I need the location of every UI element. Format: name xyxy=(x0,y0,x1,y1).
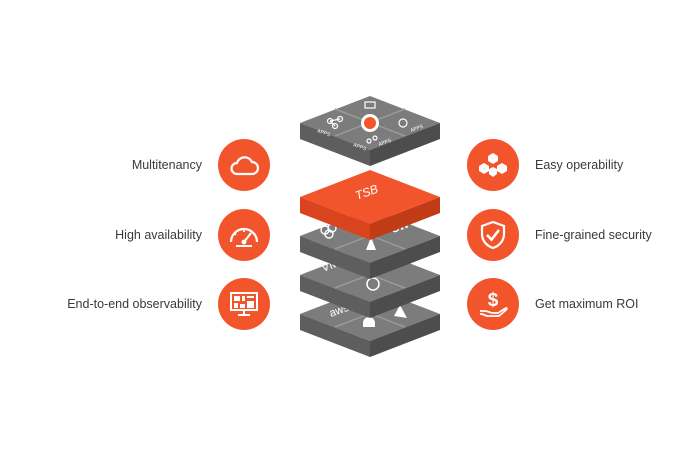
shield-check-icon xyxy=(467,209,519,261)
apps-tile-label: APPS xyxy=(352,142,367,152)
feature-fine-grained-security: Fine-grained security xyxy=(467,209,652,261)
stack-layer-tsb: TSB xyxy=(300,170,440,240)
tetrate-logo-icon xyxy=(364,117,376,129)
feature-get-maximum-roi: $ Get maximum ROI xyxy=(467,278,639,330)
svg-text:$: $ xyxy=(488,290,499,311)
dollar-hand-icon: $ xyxy=(467,278,519,330)
feature-label: Fine-grained security xyxy=(535,228,652,242)
feature-easy-operability: Easy operability xyxy=(467,139,623,191)
network-icon xyxy=(326,115,344,130)
cloud-provider-icon xyxy=(363,317,375,327)
cubes-network-icon xyxy=(467,139,519,191)
stack-layer-apps: APPS APPS APPS APPS xyxy=(300,96,440,166)
gauge-icon xyxy=(218,209,270,261)
connection-icon xyxy=(366,135,378,144)
arrow-provider-icon xyxy=(394,305,407,318)
feature-label: Multitenancy xyxy=(131,158,202,172)
hub-icon xyxy=(364,101,376,109)
platform-stack: aws VM SW TSB xyxy=(300,96,440,357)
feature-high-availability: High availability xyxy=(60,209,270,261)
feature-label: Get maximum ROI xyxy=(535,297,639,311)
monitor-dashboard-icon xyxy=(218,278,270,330)
sail-icon xyxy=(366,237,376,250)
apps-tile-label: APPS xyxy=(378,137,393,147)
feature-label: End-to-end observability xyxy=(67,297,202,311)
cloud-icon xyxy=(218,139,270,191)
feature-end-to-end-observability: End-to-end observability xyxy=(60,278,270,330)
apps-tile-label: APPS xyxy=(410,123,425,133)
feature-label: Easy operability xyxy=(535,158,624,172)
feature-label: High availability xyxy=(115,228,202,242)
gear-app-icon xyxy=(398,118,408,128)
feature-multitenancy: Multitenancy xyxy=(60,139,270,191)
kubernetes-icon xyxy=(366,277,380,291)
apps-tile-label: APPS xyxy=(316,128,331,138)
